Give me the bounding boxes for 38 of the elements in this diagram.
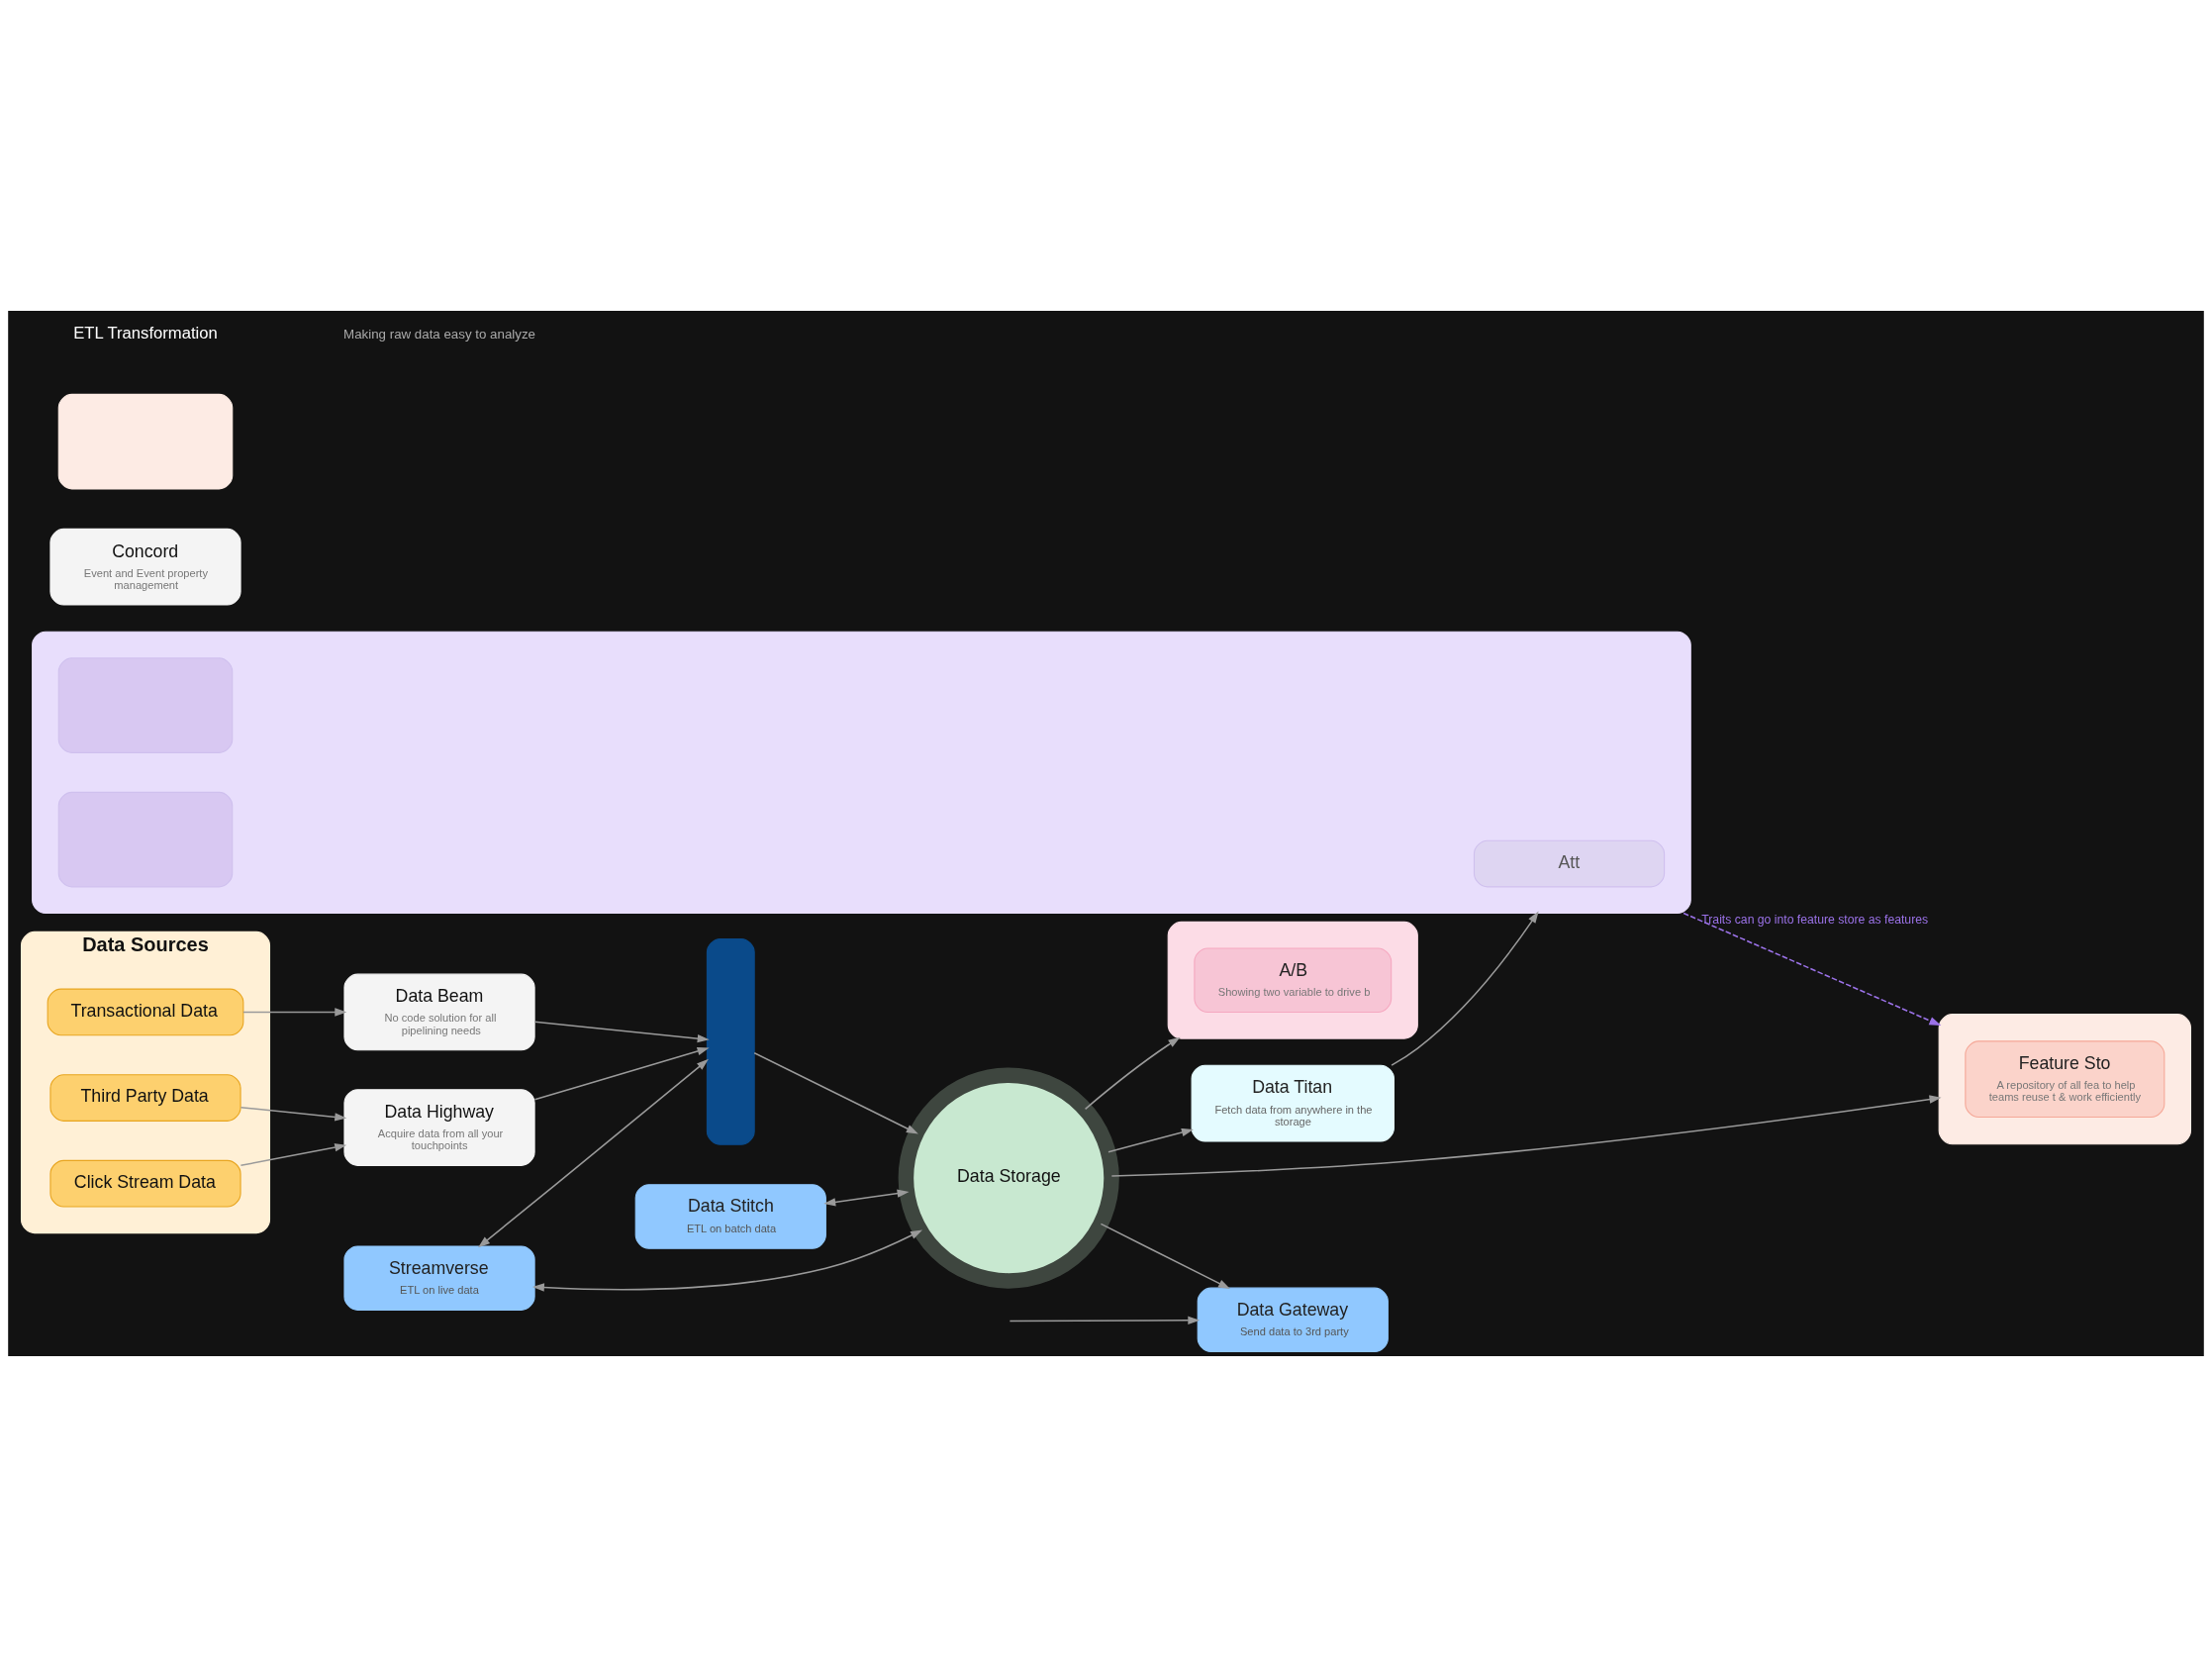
label: Making raw data easy to analyze [343, 326, 535, 342]
node-box: Third Party Data [49, 1073, 241, 1122]
node-box: Att [1473, 839, 1666, 887]
arrow [1084, 1036, 1181, 1110]
node-box [57, 656, 234, 753]
arrow [1100, 1223, 1230, 1289]
node-box: Data Gateway Send data to 3rd party [1197, 1287, 1389, 1352]
node-box [57, 393, 234, 489]
cluster [32, 631, 1691, 914]
edge-label: Traits can go into feature store as features [1701, 912, 1929, 927]
arrow [1391, 911, 1539, 1066]
node-box: Data Highway Acquire data from all your touchpoints [343, 1088, 535, 1166]
node-box: Concord Event and Event property management [49, 528, 241, 606]
arrow [1683, 912, 1942, 1026]
node-box: Data Beam No code solution for all pipelining needs [343, 973, 535, 1050]
cluster [1938, 1013, 2192, 1144]
arrow [1009, 1316, 1201, 1324]
arrow [531, 1228, 923, 1292]
arrow [1107, 1127, 1194, 1152]
arrow [823, 1189, 910, 1207]
node-box: Streamverse ETL on live data [343, 1244, 535, 1311]
arrow [1110, 1094, 1942, 1177]
node-box: Click Stream Data [49, 1159, 241, 1208]
node-box: Feature Sto A repository of all fea to help teams reuse t & work efficiently [1965, 1039, 2165, 1118]
node-box: Data Stitch ETL on batch data [634, 1183, 826, 1249]
arrow [753, 1051, 918, 1134]
arrow [240, 1106, 347, 1122]
node-box: A/B Showing two variable to drive b [1194, 947, 1393, 1013]
arrow [478, 1058, 709, 1247]
node-box: Transactional Data [47, 988, 244, 1035]
arrow [533, 1020, 710, 1042]
label: ETL Transformation [73, 323, 218, 343]
node-box: Data Titan Fetch data from anywhere in the storage [1191, 1064, 1395, 1141]
arrow [533, 1046, 710, 1101]
arrow [242, 1007, 347, 1017]
cluster [1167, 921, 1418, 1039]
node-bar [706, 937, 755, 1145]
node-box [57, 791, 234, 887]
